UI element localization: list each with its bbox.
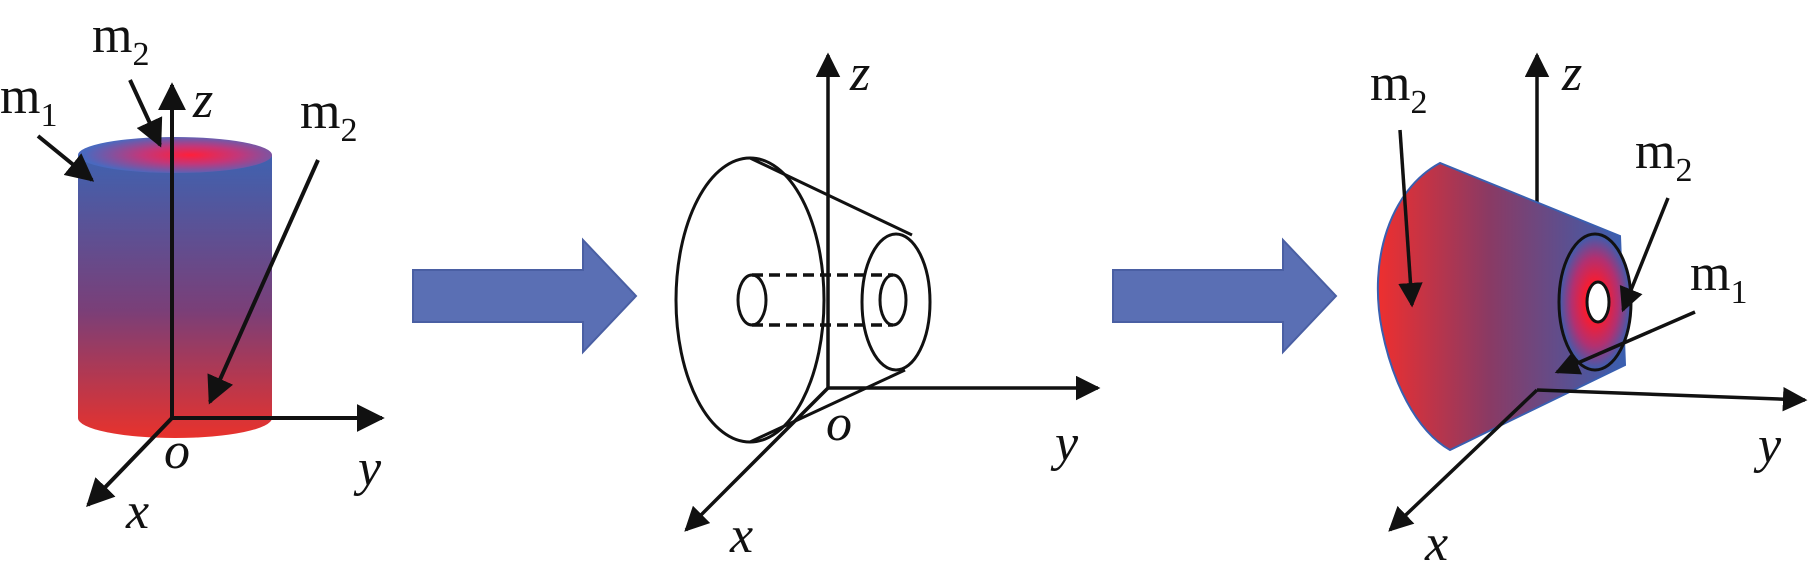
pointer-m1-face bbox=[1554, 310, 1696, 375]
material-label-m2-cone: m2 bbox=[1370, 55, 1427, 121]
material-label-m2-face: m2 bbox=[1635, 123, 1692, 189]
axis-label-y: y bbox=[1050, 415, 1079, 472]
hole-rear-end bbox=[736, 273, 768, 327]
y-axis bbox=[1536, 386, 1808, 412]
axis-label-x: x bbox=[125, 483, 149, 540]
cylinder-body bbox=[78, 155, 272, 438]
pointer-m1 bbox=[36, 134, 95, 182]
pointer-m2-side bbox=[207, 159, 320, 405]
pointer-m2-top bbox=[128, 79, 163, 148]
material-label-m1: m1 bbox=[0, 68, 57, 134]
transition-arrow-2 bbox=[1112, 237, 1338, 355]
hole-front-end bbox=[878, 273, 908, 327]
axis-label-y: y bbox=[1753, 417, 1782, 474]
axis-label-x: x bbox=[729, 507, 753, 564]
axis-label-x: x bbox=[1424, 515, 1448, 572]
axis-label-z: z bbox=[849, 45, 870, 102]
center-hole bbox=[1585, 280, 1611, 324]
pointer-m2-face bbox=[1619, 197, 1670, 313]
x-axis bbox=[86, 416, 174, 508]
origin-label: o bbox=[164, 423, 190, 480]
material-label-m1-face: m1 bbox=[1690, 245, 1747, 311]
axis-label-z: z bbox=[192, 72, 213, 129]
material-label-m2-top: m2 bbox=[92, 7, 149, 73]
cone-large-base bbox=[674, 156, 826, 444]
panel-cylinder: z y x o m1 m2 m2 bbox=[0, 7, 385, 540]
origin-label: o bbox=[826, 395, 852, 452]
cone-bottom-edge bbox=[749, 368, 906, 444]
x-axis bbox=[684, 386, 830, 532]
axis-label-z: z bbox=[1561, 45, 1582, 102]
pointer-m2-cone bbox=[1398, 129, 1423, 308]
axis-label-y: y bbox=[353, 440, 382, 497]
cone-top-edge bbox=[749, 156, 913, 237]
panel-cone-filled: z y x m2 m2 m1 bbox=[1370, 45, 1808, 572]
cone-small-face bbox=[860, 232, 932, 372]
x-axis bbox=[1388, 388, 1539, 532]
material-label-m2-side: m2 bbox=[300, 83, 357, 149]
cone-body bbox=[1376, 161, 1627, 452]
panel-cone-outline: z y x o bbox=[674, 45, 1101, 564]
transition-arrow-1 bbox=[412, 237, 638, 355]
cylinder-top-face bbox=[78, 137, 272, 173]
